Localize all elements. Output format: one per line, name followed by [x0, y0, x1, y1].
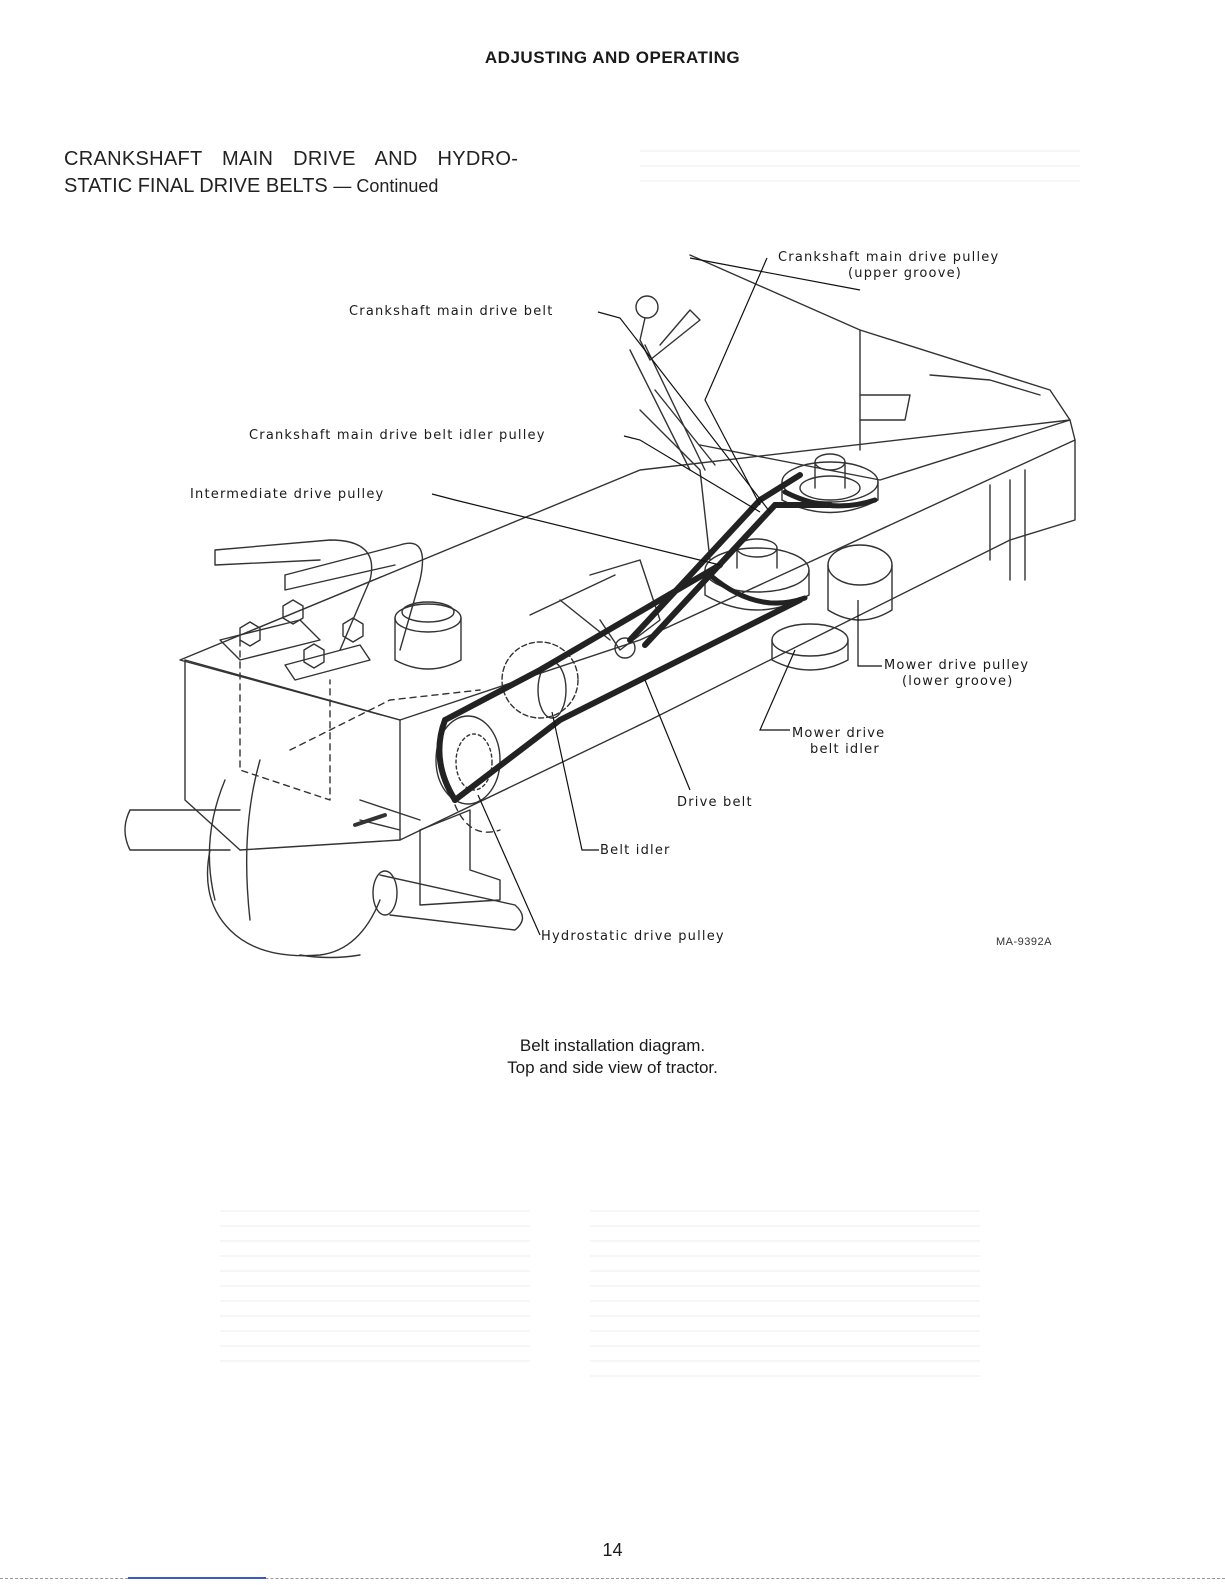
- mount-bracket: [419, 809, 501, 906]
- callout-mower-pulley-line1: Mower drive pulley: [884, 658, 1030, 673]
- drive-belt-upper: [442, 562, 723, 723]
- show-through-right: [640, 150, 1080, 190]
- leader-crankshaft-pulley: [704, 257, 768, 506]
- mower-pulley: [827, 544, 893, 586]
- leader-hydrostatic-pulley: [477, 794, 541, 936]
- leader-mower-pulley: [857, 600, 882, 667]
- scan-edge-highlight: [128, 1577, 266, 1579]
- hydrostatic-belt-wrap: [436, 717, 458, 803]
- callout-mower-idler-line2: belt idler: [810, 742, 880, 757]
- section-title-line1: CRANKSHAFT MAIN DRIVE AND HYDRO-: [64, 148, 519, 170]
- deck-panel: [689, 254, 861, 451]
- seat-spring-right: [284, 542, 424, 651]
- section-title: CRANKSHAFT MAIN DRIVE AND HYDRO- STATIC …: [64, 146, 518, 200]
- leader-crankshaft-belt: [597, 311, 771, 513]
- leader-drive-belt: [644, 679, 691, 791]
- caption-line2: Top and side view of tractor.: [507, 1058, 718, 1077]
- rear-tire: [206, 849, 381, 957]
- show-through-lower-left: [220, 1210, 530, 1370]
- bolt: [282, 599, 304, 625]
- callout-intermediate-pulley: Intermediate drive pulley: [190, 487, 385, 502]
- callout-mower-pulley-line2: (lower groove): [902, 674, 1014, 689]
- leader-intermediate-pulley: [431, 493, 721, 566]
- callout-crankshaft-belt: Crankshaft main drive belt: [349, 304, 554, 319]
- callout-crankshaft-idler: Crankshaft main drive belt idler pulley: [249, 428, 546, 443]
- transaxle-box: [184, 659, 401, 851]
- callout-hydrostatic-pulley: Hydrostatic drive pulley: [541, 929, 725, 944]
- section-title-line2: STATIC FINAL DRIVE BELTS: [64, 175, 328, 197]
- leader-crankshaft-idler: [623, 435, 761, 513]
- bolt: [342, 617, 364, 643]
- sprocket: [501, 641, 579, 719]
- callout-drive-belt: Drive belt: [677, 795, 753, 810]
- callout-mower-pulley: Mower drive pulley (lower groove): [884, 658, 1029, 690]
- caption-line1: Belt installation diagram.: [519, 1036, 706, 1055]
- seat-spring-left: [214, 539, 373, 651]
- leader-mower-idler: [759, 649, 796, 731]
- show-through-lower-right: [590, 1210, 980, 1390]
- figure-caption: Belt installation diagram. Top and side …: [0, 1035, 1225, 1079]
- scan-bottom-edge: [0, 1577, 1225, 1579]
- intermediate-belt-wrap: [707, 572, 808, 606]
- running-head: ADJUSTING AND OPERATING: [484, 48, 741, 67]
- hydrostatic-pulley: [435, 715, 501, 805]
- callout-crankshaft-pulley-line2: (upper groove): [848, 266, 963, 281]
- callout-mower-idler-line1: Mower drive: [792, 726, 886, 741]
- page-number: 14: [602, 1540, 623, 1560]
- drive-belt-lower: [452, 597, 803, 803]
- crankshaft-belt-b: [642, 502, 833, 648]
- section-title-line2-wrap: STATIC FINAL DRIVE BELTS — Continued: [64, 173, 518, 200]
- lever: [639, 309, 701, 361]
- belt-installation-diagram: [124, 254, 1076, 959]
- figure-id: MA-9392A: [996, 936, 1052, 948]
- axle: [124, 809, 241, 851]
- callout-crankshaft-pulley: Crankshaft main drive pulley (upper groo…: [778, 250, 999, 282]
- bolt: [303, 643, 325, 669]
- frame-side: [399, 539, 1011, 841]
- lever-knob: [635, 295, 659, 319]
- section-title-continued: — Continued: [333, 176, 439, 196]
- leader-belt-idler: [551, 711, 599, 851]
- callout-belt-idler: Belt idler: [600, 843, 671, 858]
- bolt: [239, 621, 261, 647]
- callout-crankshaft-pulley-line1: Crankshaft main drive pulley: [778, 250, 1000, 265]
- callout-mower-idler: Mower drive belt idler: [792, 726, 885, 758]
- deck-plate: [699, 329, 1071, 481]
- upper-belt-wrap: [782, 489, 878, 509]
